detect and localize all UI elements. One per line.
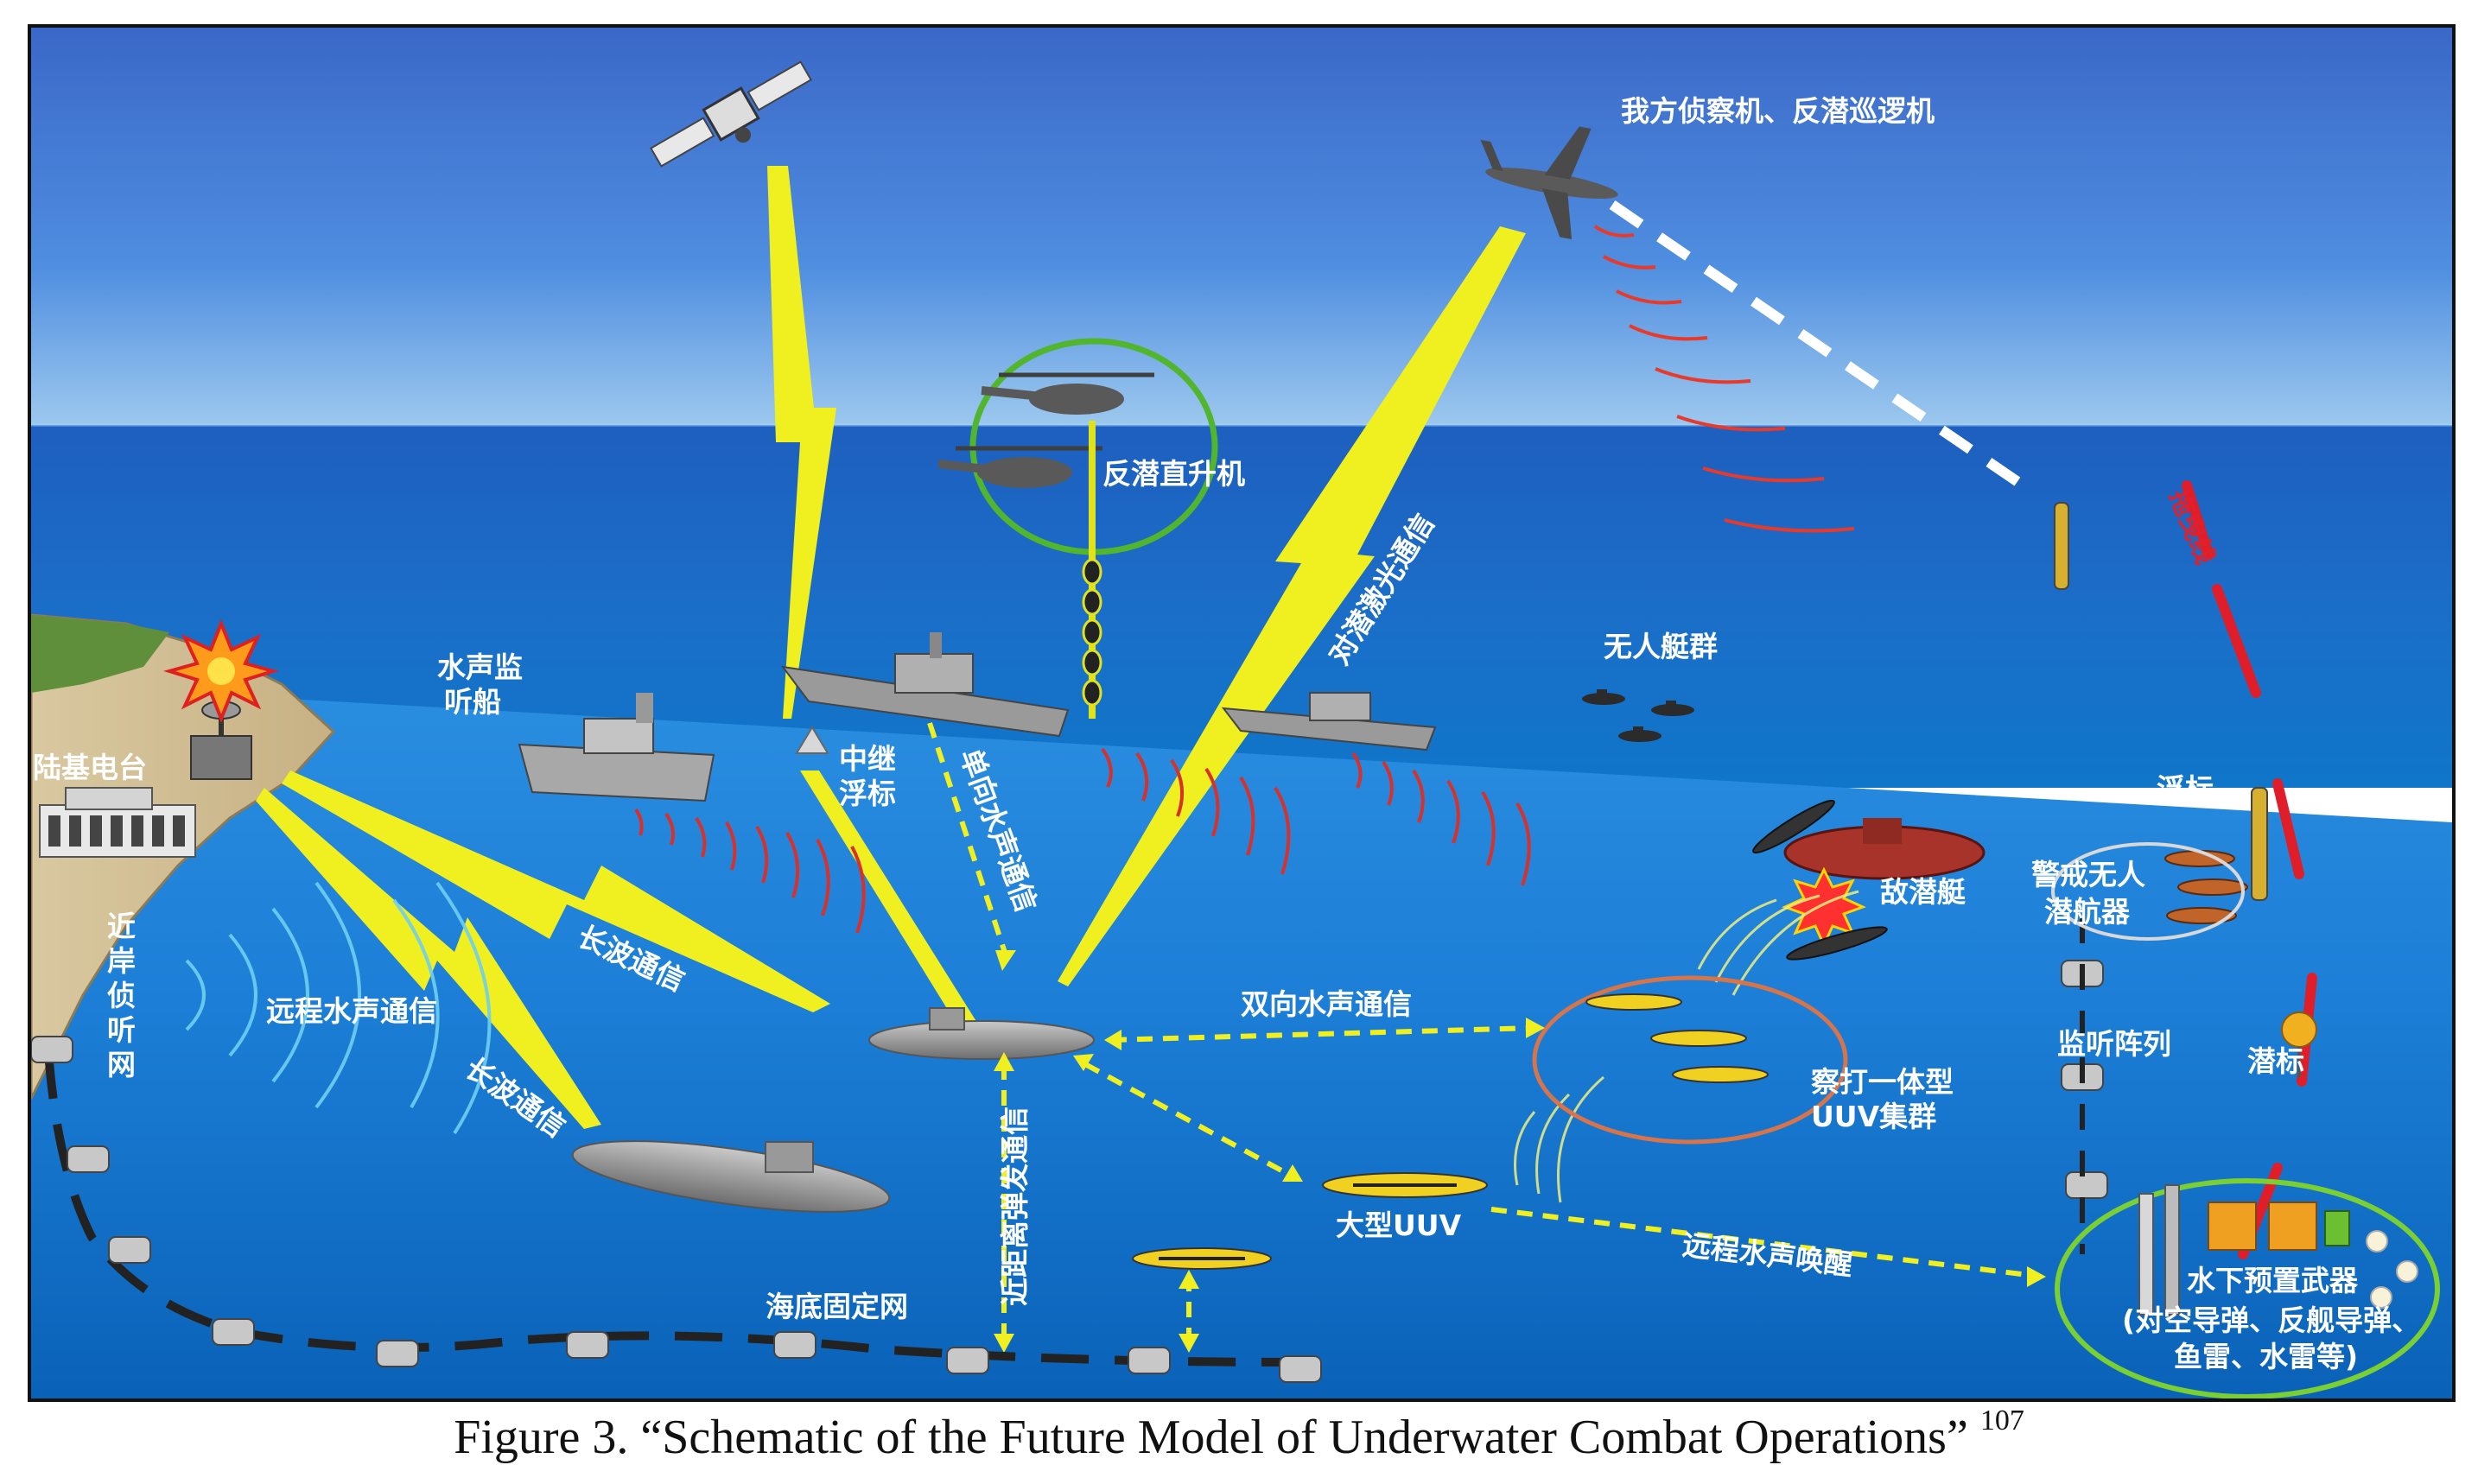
usv-swarm-icon	[1582, 689, 1694, 742]
friendly-submarine-icon	[868, 1007, 1095, 1060]
frigate-icon	[1221, 692, 1437, 752]
longwave-bolt-1	[282, 771, 830, 1012]
label-uuv-cluster-1: 察打一体型	[1811, 1065, 1954, 1099]
label-large-uuv: 大型UUV	[1336, 1208, 1462, 1242]
dipping-sonar-beads	[1082, 558, 1102, 707]
helicopter-icon-2	[937, 446, 1102, 488]
label-seabed-net: 海底固定网	[766, 1290, 908, 1323]
label-uuv-cluster-2: UUV集群	[1811, 1100, 1936, 1133]
laser-comm-bolt	[1058, 226, 1526, 986]
figure-caption: Figure 3. “Schematic of the Future Model…	[0, 1405, 2478, 1465]
explosion-core	[207, 657, 235, 685]
label-sonar-ship-2: 听船	[444, 685, 501, 719]
label-weapons-3: 鱼雷、水雷等)	[2174, 1340, 2358, 1373]
ship-sonar-arcs	[634, 747, 1531, 934]
svg-text:听: 听	[107, 1013, 136, 1047]
uuv-cluster-ring	[1532, 975, 1848, 1145]
seabed-sensor-nodes	[31, 960, 2108, 1383]
caption-ref: 107	[1979, 1405, 2024, 1436]
label-float-buoy: 浮标	[2157, 772, 2214, 806]
label-sonar-ship-1: 水声监	[437, 650, 523, 684]
dashed-comm-links	[927, 722, 2036, 1345]
label-coastal-net: 近 岸 侦 听 网	[107, 910, 136, 1081]
second-submarine-icon	[571, 1140, 891, 1213]
seabed-uuv-icon	[1132, 1247, 1272, 1270]
label-alert-uuv-1: 警戒无人	[2031, 858, 2145, 891]
label-weapons-1: 水下预置武器	[2187, 1264, 2359, 1297]
sub-buoy-icon	[2281, 1012, 2317, 1077]
label-enemy-sub: 敌潜艇	[1880, 875, 1966, 909]
underwater-combat-diagram: 我方侦察机、反潜巡逻机 反潜直升机 对潜激光通信 无人艇群 水声监 听船 中继 …	[31, 28, 2452, 1398]
sonar-ship-icon	[518, 693, 715, 802]
weapons-cluster-icons	[2138, 1184, 2418, 1316]
large-uuv-icon	[1322, 1172, 1488, 1198]
label-listen-array: 监听阵列	[2057, 1027, 2171, 1061]
coastline-grass	[31, 615, 169, 693]
land-station-building	[39, 787, 196, 858]
alert-uuv-ring	[2051, 842, 2245, 941]
label-short-range: 近距离弹发通信	[998, 1107, 1032, 1306]
aircraft-buoy-dashed-link	[1609, 200, 2039, 498]
helicopter-icon-1	[981, 372, 1154, 415]
comm-arrowheads	[994, 950, 2046, 1353]
satellite-downlink-bolt	[767, 166, 836, 719]
long-acoustic-arcs	[185, 881, 492, 1135]
satellite-icon	[650, 60, 812, 168]
weapons-ring	[2055, 1178, 2440, 1398]
relay-buoy-icon	[795, 726, 829, 754]
caption-text: Figure 3. “Schematic of the Future Model…	[454, 1411, 1968, 1464]
aircraft-sonar-arcs	[1593, 225, 1855, 533]
sky	[31, 28, 2452, 425]
svg-text:侦: 侦	[107, 979, 136, 1012]
svg-text:网: 网	[107, 1048, 136, 1081]
label-weapons-2: (对空导弹、反舰导弹、	[2122, 1303, 2420, 1337]
torpedo-icons	[1752, 799, 1888, 961]
relay-buoy-beam	[800, 771, 982, 1037]
recon-aircraft-icon	[1480, 126, 1618, 239]
label-asw-helicopter: 反潜直升机	[1102, 457, 1245, 491]
label-relay-buoy-2: 浮标	[839, 777, 896, 810]
label-sub-buoy: 潜标	[2247, 1044, 2304, 1078]
destroyer-icon	[780, 632, 1070, 738]
label-long-acoustic: 远程水声通信	[266, 994, 437, 1028]
label-recon-aircraft: 我方侦察机、反潜巡逻机	[1621, 94, 1935, 128]
label-relay-buoy-1: 中继	[839, 742, 896, 776]
surface-buoy-icons	[2054, 502, 2268, 901]
svg-text:岸: 岸	[107, 944, 136, 978]
label-usv-swarm: 无人艇群	[1604, 630, 1718, 663]
svg-text:近: 近	[107, 910, 136, 943]
diagram-frame: 我方侦察机、反潜巡逻机 反潜直升机 对潜激光通信 无人艇群 水声监 听船 中继 …	[28, 24, 2456, 1402]
label-twoway-acoustic: 双向水声通信	[1241, 987, 1412, 1021]
label-alert-uuv-2: 潜航器	[2044, 895, 2131, 929]
uuv-cluster-icons	[1585, 993, 1769, 1083]
enemy-submarine-icon	[1783, 818, 1986, 880]
label-land-station: 陆基电台	[33, 751, 147, 784]
